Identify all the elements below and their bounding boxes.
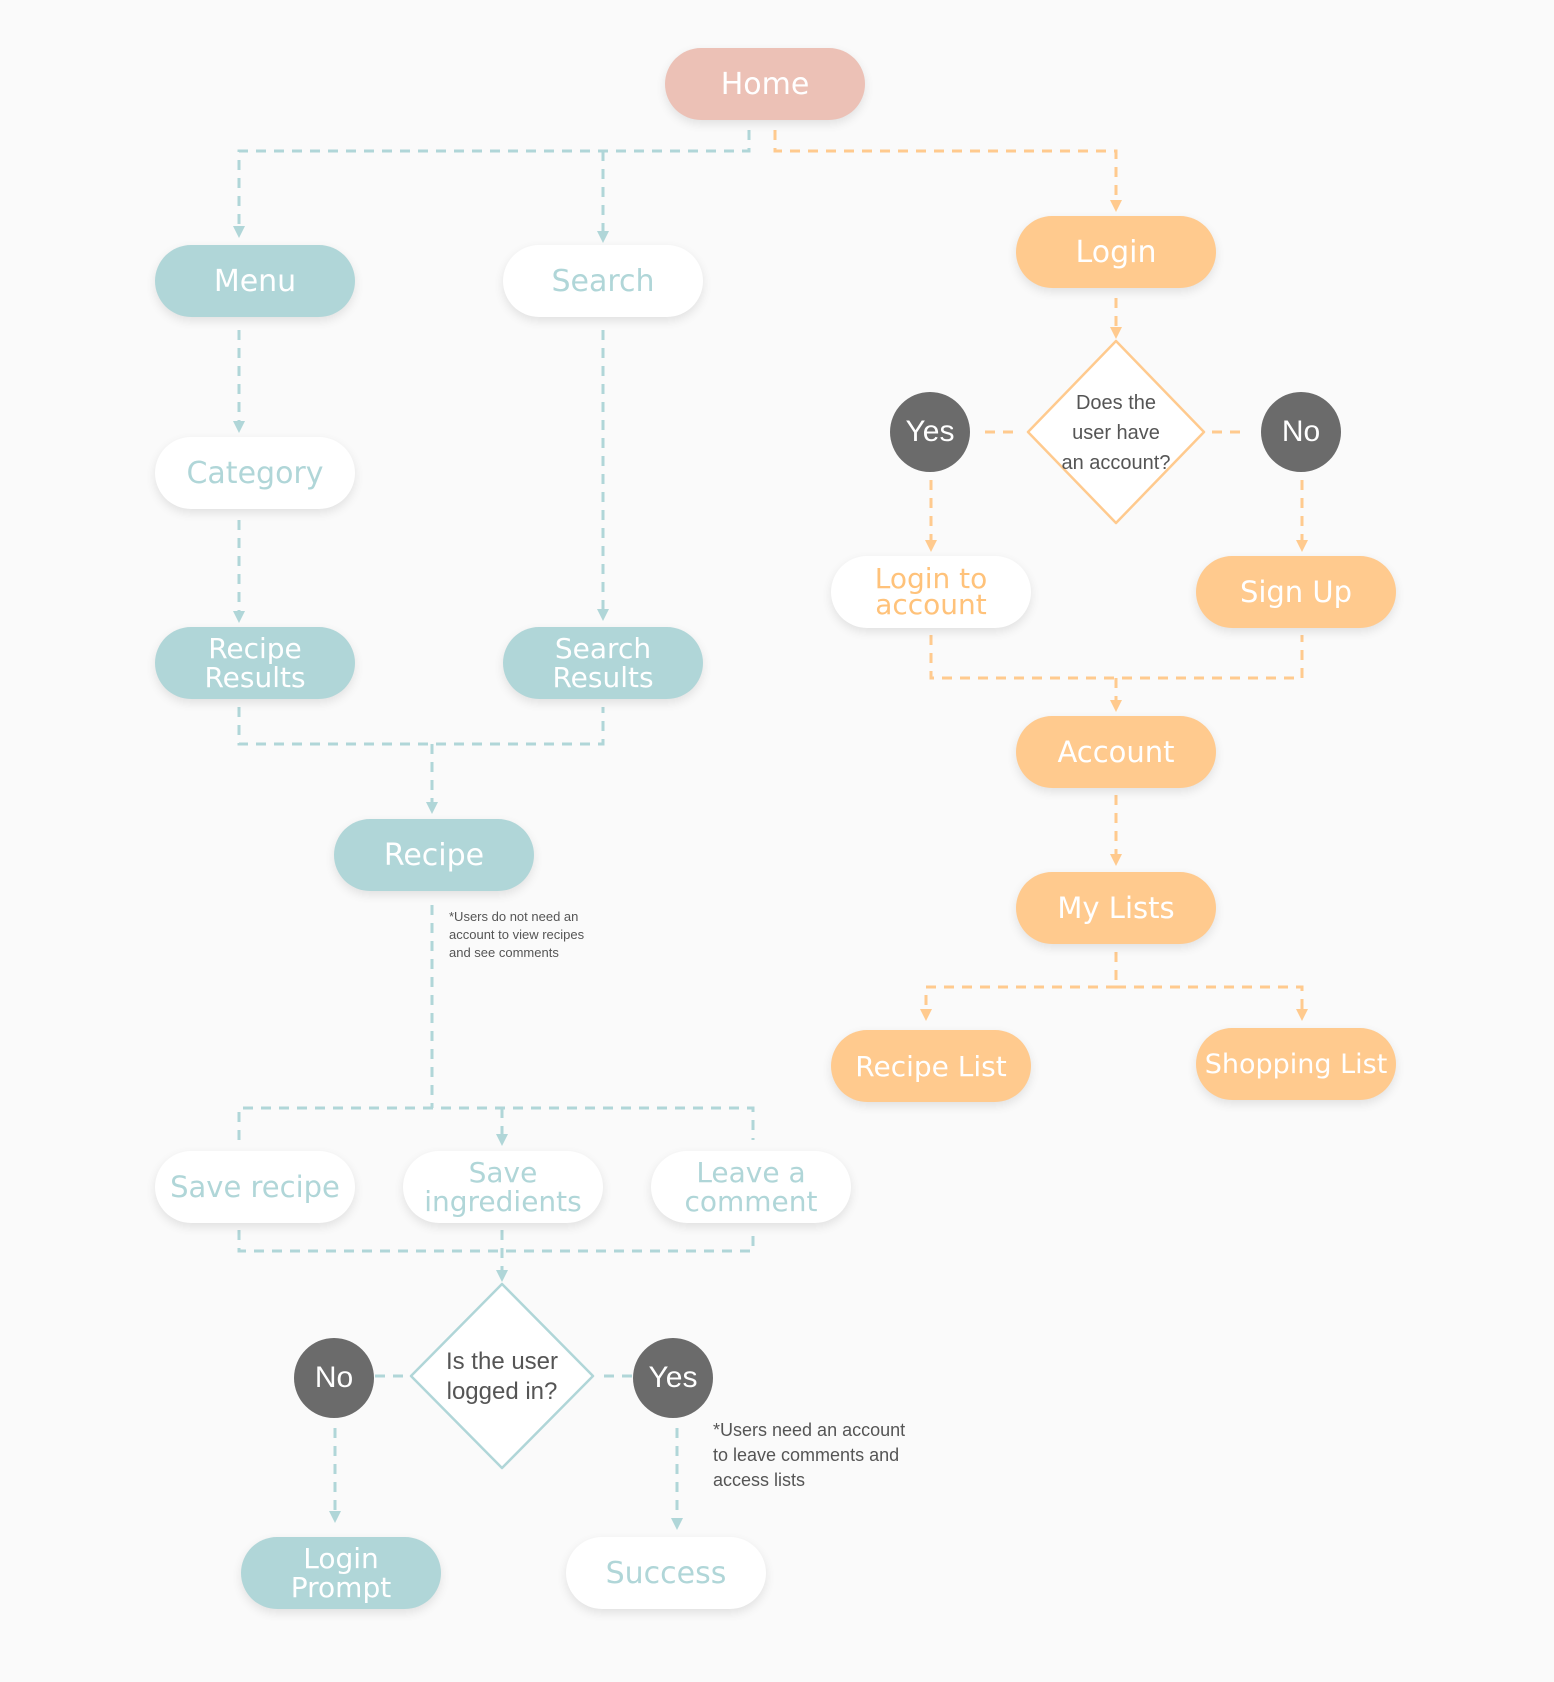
- has-account-yes-badge: Yes: [890, 392, 970, 472]
- decision-diamond-logged-in: [409, 1282, 595, 1470]
- search-results-node: Search Results: [503, 627, 703, 699]
- recipe-list-node: Recipe List: [831, 1030, 1031, 1102]
- logged-in-no-badge: No: [294, 1338, 374, 1418]
- home-node: Home: [665, 48, 865, 120]
- has-account-no-badge: No: [1261, 392, 1341, 472]
- recipe-node: Recipe: [334, 819, 534, 891]
- decision-logged-in-label: Is the user logged in?: [445, 1348, 559, 1405]
- edge-to-recipe-list: [920, 985, 1116, 1021]
- edge-actions-merge: [237, 1230, 755, 1253]
- edge-home-menu: [233, 130, 751, 238]
- save-ingredients-node: Save ingredients: [403, 1151, 603, 1223]
- shopping-list-node: Shopping List: [1196, 1028, 1396, 1100]
- edge-results-join: [237, 707, 605, 746]
- decision-has-account-label: Does the user have an account?: [1061, 392, 1171, 474]
- account-node: Account: [1016, 716, 1216, 788]
- recipe-results-node: Recipe Results: [155, 627, 355, 699]
- decision-diamond-has-account: [1026, 339, 1206, 525]
- success-node: Success: [566, 1537, 766, 1609]
- search-node: Search: [503, 245, 703, 317]
- logged-in-yes-badge: Yes: [633, 1338, 713, 1418]
- menu-node: Menu: [155, 245, 355, 317]
- edge-actions-branch: [237, 1106, 755, 1140]
- edge-login-signup-join: [929, 635, 1304, 680]
- recipe-note: *Users do not need an account to view re…: [449, 909, 585, 960]
- sign-up-node: Sign Up: [1196, 556, 1396, 628]
- save-recipe-node: Save recipe: [155, 1151, 355, 1223]
- edge-to-shopping-list: [1116, 985, 1308, 1021]
- account-note: *Users need an account to leave comments…: [713, 1420, 906, 1490]
- edge-home-login: [773, 130, 1122, 212]
- login-node: Login: [1016, 216, 1216, 288]
- my-lists-node: My Lists: [1016, 872, 1216, 944]
- login-prompt-node: Login Prompt: [241, 1537, 441, 1609]
- category-node: Category: [155, 437, 355, 509]
- leave-comment-node: Leave a comment: [651, 1151, 851, 1223]
- login-to-account-node: Login to account: [831, 556, 1031, 628]
